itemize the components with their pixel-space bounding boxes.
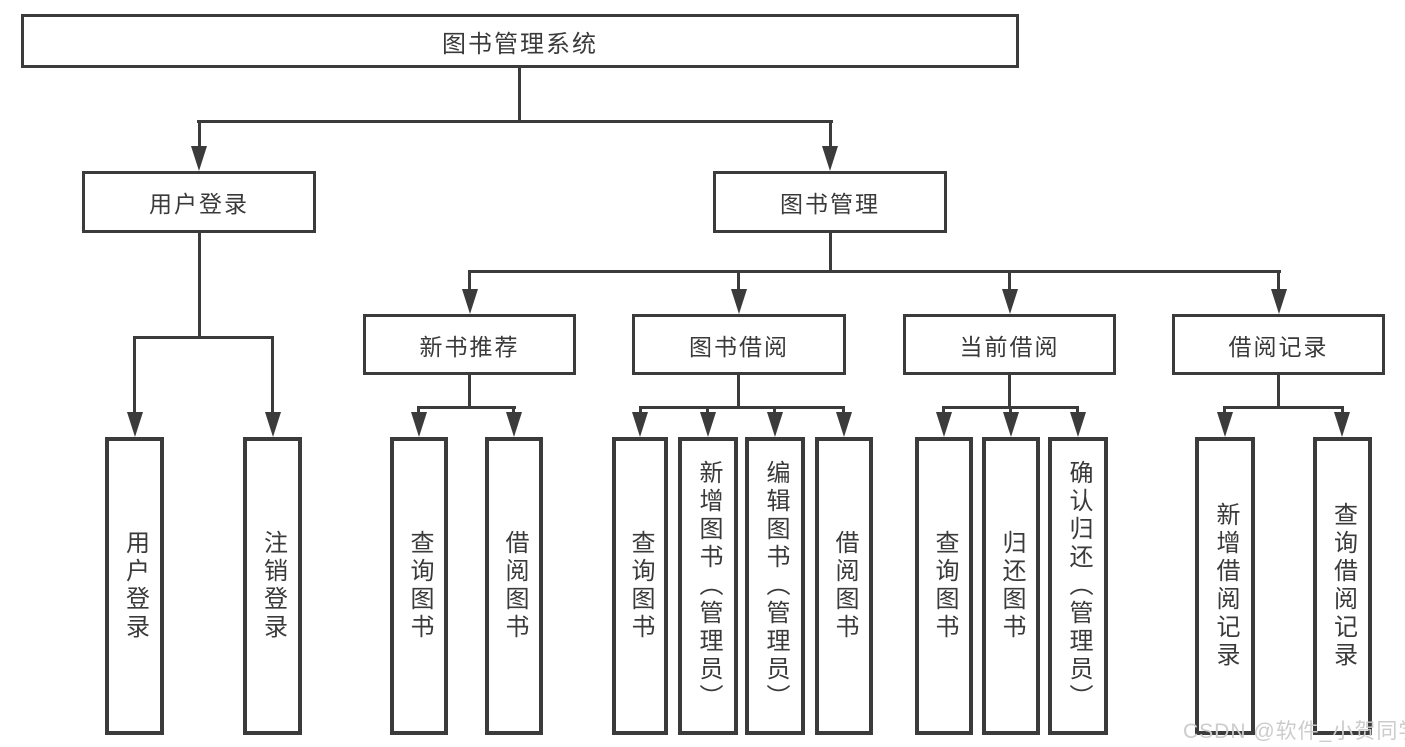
arrow-down-icon [936, 412, 952, 437]
connector-stem [737, 270, 740, 292]
connector-new-book-drop [468, 375, 471, 409]
arrow-down-icon [767, 412, 783, 437]
arrow-down-icon [1334, 412, 1350, 437]
connector-current-drop [1008, 375, 1011, 409]
leaf-borrow-books-recommend: 借阅图书 [485, 437, 543, 735]
arrow-down-icon [411, 412, 427, 437]
arrow-down-icon [1070, 412, 1086, 437]
watermark: CSDN @软件_小贺同学 [1183, 720, 1405, 743]
connector-records-rail [1223, 406, 1343, 409]
connector-level2-rail [197, 120, 833, 123]
node-current-borrow: 当前借阅 [903, 314, 1116, 375]
connector-stem [1009, 406, 1012, 416]
leaf-query-borrow-record: 查询借阅记录 [1313, 437, 1372, 735]
arrow-down-icon [1271, 289, 1287, 314]
arrow-down-icon [1003, 412, 1019, 437]
connector-stem [639, 406, 642, 416]
connector-stem [773, 406, 776, 416]
leaf-user-login: 用户登录 [105, 437, 164, 735]
connector-level3-rail [468, 270, 1281, 273]
leaf-add-books-admin: 新增图书（管理员） [678, 437, 738, 735]
leaf-query-books-current: 查询图书 [915, 437, 973, 735]
connector-records-drop [1277, 375, 1280, 409]
connector-user-login-rail [133, 336, 274, 339]
connector-stem [417, 406, 420, 416]
connector-stem [1008, 270, 1011, 292]
arrow-down-icon [1217, 412, 1233, 437]
leaf-query-books-recommend: 查询图书 [390, 437, 448, 735]
leaf-query-books-borrow: 查询图书 [612, 437, 668, 735]
connector-borrow-drop [737, 375, 740, 409]
arrow-down-icon [731, 289, 747, 314]
leaf-return-books: 归还图书 [982, 437, 1040, 735]
leaf-confirm-return-admin: 确认归还（管理员） [1048, 437, 1108, 735]
arrow-down-icon [265, 412, 281, 437]
leaf-add-borrow-record: 新增借阅记录 [1195, 437, 1255, 735]
connector-stem [942, 406, 945, 416]
leaf-borrow-books: 借阅图书 [815, 437, 873, 735]
connector-user-login-drop [198, 233, 201, 339]
connector-root-drop [518, 68, 521, 123]
leaf-logout: 注销登录 [243, 437, 302, 735]
connector-new-book-rail [417, 406, 516, 409]
connector-stem [198, 120, 201, 149]
connector-stem [468, 270, 471, 292]
connector-book-mgmt-drop [829, 233, 832, 272]
node-root-system: 图书管理系统 [21, 14, 1019, 68]
node-book-borrow: 图书借阅 [632, 314, 846, 375]
arrow-down-icon [127, 412, 143, 437]
connector-stem [271, 336, 274, 415]
arrow-down-icon [836, 412, 852, 437]
connector-stem [706, 406, 709, 416]
connector-stem [1277, 270, 1280, 292]
node-borrow-records: 借阅记录 [1172, 314, 1385, 375]
connector-stem [829, 120, 832, 149]
connector-stem [133, 336, 136, 415]
arrow-down-icon [700, 412, 716, 437]
leaf-edit-books-admin: 编辑图书（管理员） [745, 437, 805, 735]
node-user-login: 用户登录 [82, 171, 316, 233]
arrow-down-icon [191, 146, 207, 171]
arrow-down-icon [462, 289, 478, 314]
connector-stem [842, 406, 845, 416]
connector-stem [1341, 406, 1344, 416]
connector-stem [1076, 406, 1079, 416]
arrow-down-icon [506, 412, 522, 437]
connector-stem [1223, 406, 1226, 416]
arrow-down-icon [1002, 289, 1018, 314]
arrow-down-icon [822, 146, 838, 171]
node-new-book-recommend: 新书推荐 [363, 314, 576, 375]
connector-borrow-rail [639, 406, 844, 409]
arrow-down-icon [632, 412, 648, 437]
connector-stem [512, 406, 515, 416]
node-book-management: 图书管理 [713, 171, 947, 233]
